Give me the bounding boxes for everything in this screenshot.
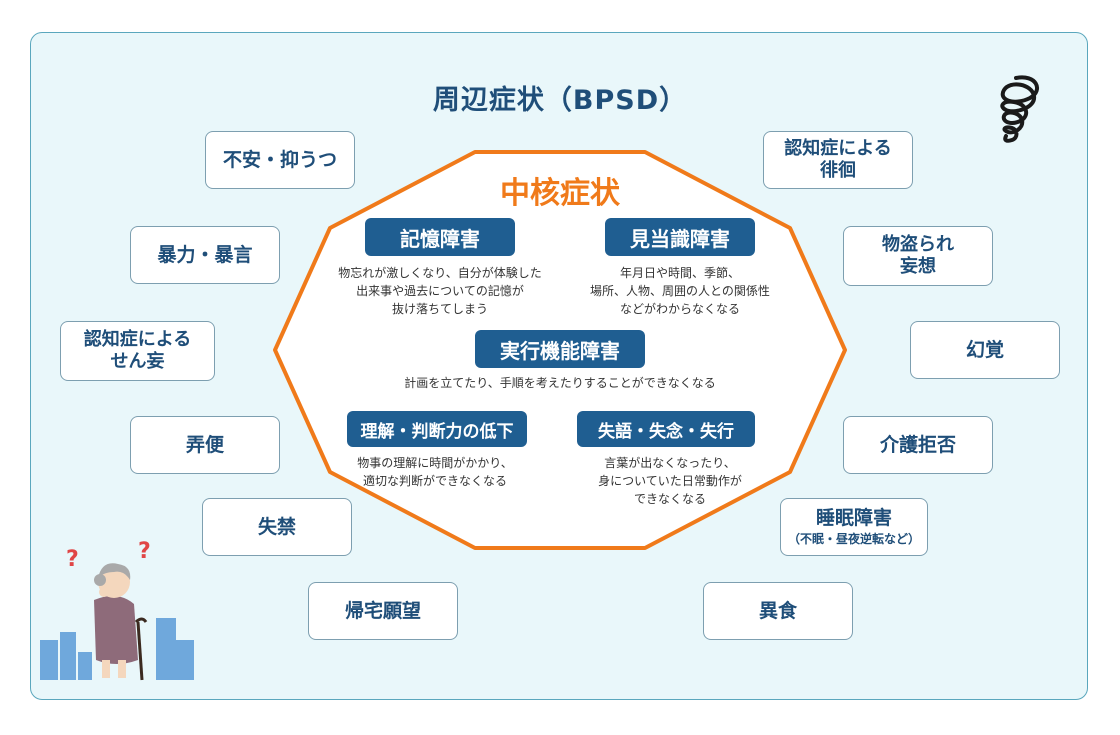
- core-item-judgment: 理解・判断力の低下: [347, 411, 527, 447]
- bpsd-sleep-disorder-sub: （不眠・昼夜逆転など）: [787, 532, 920, 547]
- bpsd-delirium: 認知症による せん妄: [60, 321, 215, 381]
- bpsd-incontinence: 失禁: [202, 498, 352, 556]
- bpsd-violence: 暴力・暴言: [130, 226, 280, 284]
- bpsd-sleep-disorder: 睡眠障害 （不眠・昼夜逆転など）: [780, 498, 928, 556]
- diagram-title: 周辺症状（BPSD）: [432, 85, 688, 116]
- core-item-aphasia: 失語・失念・失行: [577, 411, 755, 447]
- bpsd-anxiety-depression: 不安・抑うつ: [205, 131, 355, 189]
- bpsd-care-refusal: 介護拒否: [843, 416, 993, 474]
- bpsd-wandering: 認知症による 徘徊: [763, 131, 913, 189]
- confusion-spiral-icon: [1000, 75, 1039, 143]
- bpsd-homing-desire: 帰宅願望: [308, 582, 458, 640]
- question-mark-icon-2: ?: [138, 540, 151, 564]
- core-title: 中核症状: [500, 176, 620, 211]
- core-item-judgment-desc: 物事の理解に時間がかかり、適切な判断ができなくなる: [357, 456, 513, 488]
- question-mark-icon: ?: [66, 547, 79, 572]
- bpsd-theft-delusion: 物盗られ 妄想: [843, 226, 993, 286]
- bpsd-feces-play: 弄便: [130, 416, 280, 474]
- core-item-aphasia-desc: 言葉が出なくなったり、身についていた日常動作ができなくなる: [598, 456, 742, 506]
- core-item-memory: 記憶障害: [365, 218, 515, 256]
- core-item-orientation: 見当識障害: [605, 218, 755, 256]
- core-item-orientation-desc: 年月日や時間、季節、場所、人物、周囲の人との関係性などがわからなくなる: [590, 266, 770, 316]
- core-item-executive-desc: 計画を立てたり、手順を考えたりすることができなくなる: [404, 376, 716, 390]
- core-item-executive: 実行機能障害: [475, 330, 645, 368]
- elderly-woman-illustration: ? ?: [40, 540, 194, 681]
- bpsd-hallucination: 幻覚: [910, 321, 1060, 379]
- bpsd-pica: 異食: [703, 582, 853, 640]
- core-item-memory-desc: 物忘れが激しくなり、自分が体験した出来事や過去についての記憶が抜け落ちてしまう: [338, 266, 542, 316]
